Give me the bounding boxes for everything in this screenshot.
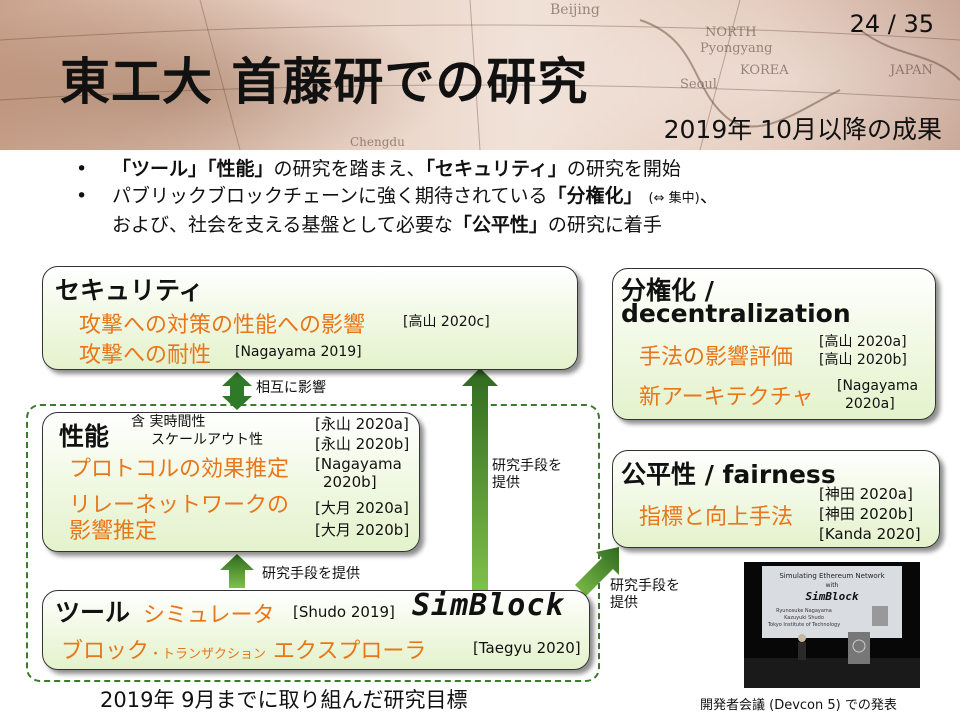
label-line: 提供 xyxy=(492,475,520,491)
goals-label: 2019年 9月までに取り組んだ研究目標 xyxy=(100,688,468,712)
tools-item: ブロック・トランザクション エクスプローラ xyxy=(61,633,426,665)
map-background: Beijing NORTH Pyongyang KOREA Seoul JAPA… xyxy=(0,0,960,150)
reference: 2020b] xyxy=(323,473,377,491)
reference: [高山 2020b] xyxy=(819,352,907,368)
reference: [高山 2020c] xyxy=(403,314,490,330)
reference: [永山 2020a] xyxy=(315,415,409,433)
tools-item: シミュレータ xyxy=(143,603,275,628)
bullet-text: の研究を開始 xyxy=(566,158,681,180)
screen-text: Simulating Ethereum Network xyxy=(779,572,885,580)
reference: [永山 2020b] xyxy=(315,435,410,453)
reference: [Nagayama 2019] xyxy=(235,344,362,360)
photo-illustration: Simulating Ethereum Network with SimBloc… xyxy=(744,562,920,688)
bullet-text: および、社会を支える基盤として必要な xyxy=(112,214,453,236)
label-line: 研究手段を xyxy=(610,578,680,594)
performance-box: 性能 含 実時間性 スケールアウト性 [永山 2020a] [永山 2020b]… xyxy=(42,412,420,552)
performance-item: 影響推定 xyxy=(69,519,158,544)
performance-item: リレーネットワークの xyxy=(69,493,290,518)
slide-title: 東工大 首藤研での研究 xyxy=(60,53,589,111)
reference: [Nagayama xyxy=(837,378,919,394)
performance-note: スケールアウト性 xyxy=(151,432,263,448)
bullet-list: • 「ツール」「性能」の研究を踏まえ、「セキュリティ」の研究を開始 • パブリッ… xyxy=(70,156,950,239)
screen-text: Kazuyuki Shudo xyxy=(784,615,824,621)
fairness-box: 公平性 / fairness 指標と向上手法 [神田 2020a] [神田 20… xyxy=(612,450,940,548)
presentation-photo: Simulating Ethereum Network with SimBloc… xyxy=(744,562,920,688)
bullet-text: パブリックブロックチェーンに強く期待されている xyxy=(112,185,548,207)
screen-text: Tokyo Institute of Technology xyxy=(767,622,840,628)
header-banner: Beijing NORTH Pyongyang KOREA Seoul JAPA… xyxy=(0,0,960,150)
bullet-text: 、 xyxy=(699,185,719,207)
university-logo-icon xyxy=(872,606,888,626)
goals-dashed-frame xyxy=(26,404,600,682)
security-item: 攻撃への対策の性能への影響 xyxy=(79,313,366,338)
reference: [Taegyu 2020] xyxy=(473,639,581,657)
decentralization-title: 分権化 / xyxy=(621,276,714,305)
map-label: JAPAN xyxy=(888,63,933,78)
tools-to-performance-label: 研究手段を提供 xyxy=(262,566,360,582)
screen-text: with xyxy=(826,582,839,589)
reference: [大月 2020a] xyxy=(315,499,409,517)
tools-item-part: ブロック xyxy=(61,639,150,664)
reference: [Kanda 2020] xyxy=(819,525,921,543)
reference: [高山 2020a] xyxy=(819,334,907,350)
map-label: Pyongyang xyxy=(700,41,772,56)
reference: 2020a] xyxy=(845,396,895,412)
slide-subtitle: 2019年 10月以降の成果 xyxy=(663,115,942,144)
screen-logo: SimBlock xyxy=(806,590,859,603)
performance-item: プロトコルの効果推定 xyxy=(69,457,290,482)
performance-title: 性能 xyxy=(59,422,110,451)
presenter-body xyxy=(798,642,806,660)
decentralization-item: 手法の影響評価 xyxy=(639,345,794,370)
tools-to-security-label: 研究手段を 提供 xyxy=(492,458,562,492)
reference: [神田 2020b] xyxy=(819,505,914,523)
map-label: Beijing xyxy=(550,2,600,18)
security-title: セキュリティ xyxy=(55,276,204,305)
podium xyxy=(848,632,870,664)
screen-text: Ryunosuke Nagayama xyxy=(776,608,832,614)
bullet-marker: • xyxy=(76,158,88,180)
reference: [Nagayama xyxy=(315,455,402,473)
tools-to-fairness-label: 研究手段を 提供 xyxy=(610,578,680,612)
label-line: 提供 xyxy=(610,595,638,611)
keyword-tools: 「ツール」 xyxy=(112,158,208,180)
keyword-security: 「セキュリティ」 xyxy=(425,158,567,180)
page-number: 24 / 35 xyxy=(849,10,934,38)
fairness-item: 指標と向上手法 xyxy=(639,505,794,530)
reference: [大月 2020b] xyxy=(315,521,410,539)
decentralization-item: 新アーキテクチャ xyxy=(639,385,814,410)
tools-box: ツール シミュレータ [Shudo 2019] ブロック・トランザクション エク… xyxy=(42,590,590,670)
bullet-item: • 「ツール」「性能」の研究を踏まえ、「セキュリティ」の研究を開始 xyxy=(70,156,950,183)
map-label: Seoul xyxy=(680,77,717,92)
bullet-aside: (⇔ 集中) xyxy=(648,191,700,206)
map-label: Chengdu xyxy=(350,135,405,149)
tools-item-part: ・トランザクション xyxy=(149,647,267,662)
mutual-influence-label: 相互に影響 xyxy=(256,380,326,396)
map-label: KOREA xyxy=(740,63,789,78)
performance-note: 含 実時間性 xyxy=(131,414,206,430)
reference: [Shudo 2019] xyxy=(293,603,395,621)
presenter-head xyxy=(798,634,806,642)
photo-caption: 開発者会議 (Devcon 5) での発表 xyxy=(700,698,897,713)
tools-title: ツール xyxy=(55,598,131,627)
keyword-fairness: 「公平性」 xyxy=(452,214,548,236)
bullet-text: の研究に着手 xyxy=(547,214,662,236)
simblock-logo: SimBlock xyxy=(412,588,565,623)
bullet-marker: • xyxy=(76,185,88,207)
reference: [神田 2020a] xyxy=(819,485,913,503)
keyword-decentralization: 「分権化」 xyxy=(547,185,643,207)
label-line: 研究手段を xyxy=(492,458,562,474)
security-item: 攻撃への耐性 xyxy=(79,343,212,368)
keyword-performance: 「性能」 xyxy=(207,158,274,180)
fairness-title: 公平性 / fairness xyxy=(621,460,836,489)
tools-item-part: エクスプローラ xyxy=(273,639,427,664)
decentralization-box: 分権化 / decentralization 手法の影響評価 [高山 2020a… xyxy=(612,268,936,420)
bullet-text: の研究を踏まえ、 xyxy=(273,158,426,180)
decentralization-title: decentralization xyxy=(621,299,851,328)
bullet-item: • パブリックブロックチェーンに強く期待されている「分権化」 (⇔ 集中)、 お… xyxy=(70,183,950,239)
map-label: NORTH xyxy=(705,25,757,40)
security-box: セキュリティ 攻撃への対策の性能への影響 [高山 2020c] 攻撃への耐性 [… xyxy=(42,266,578,370)
